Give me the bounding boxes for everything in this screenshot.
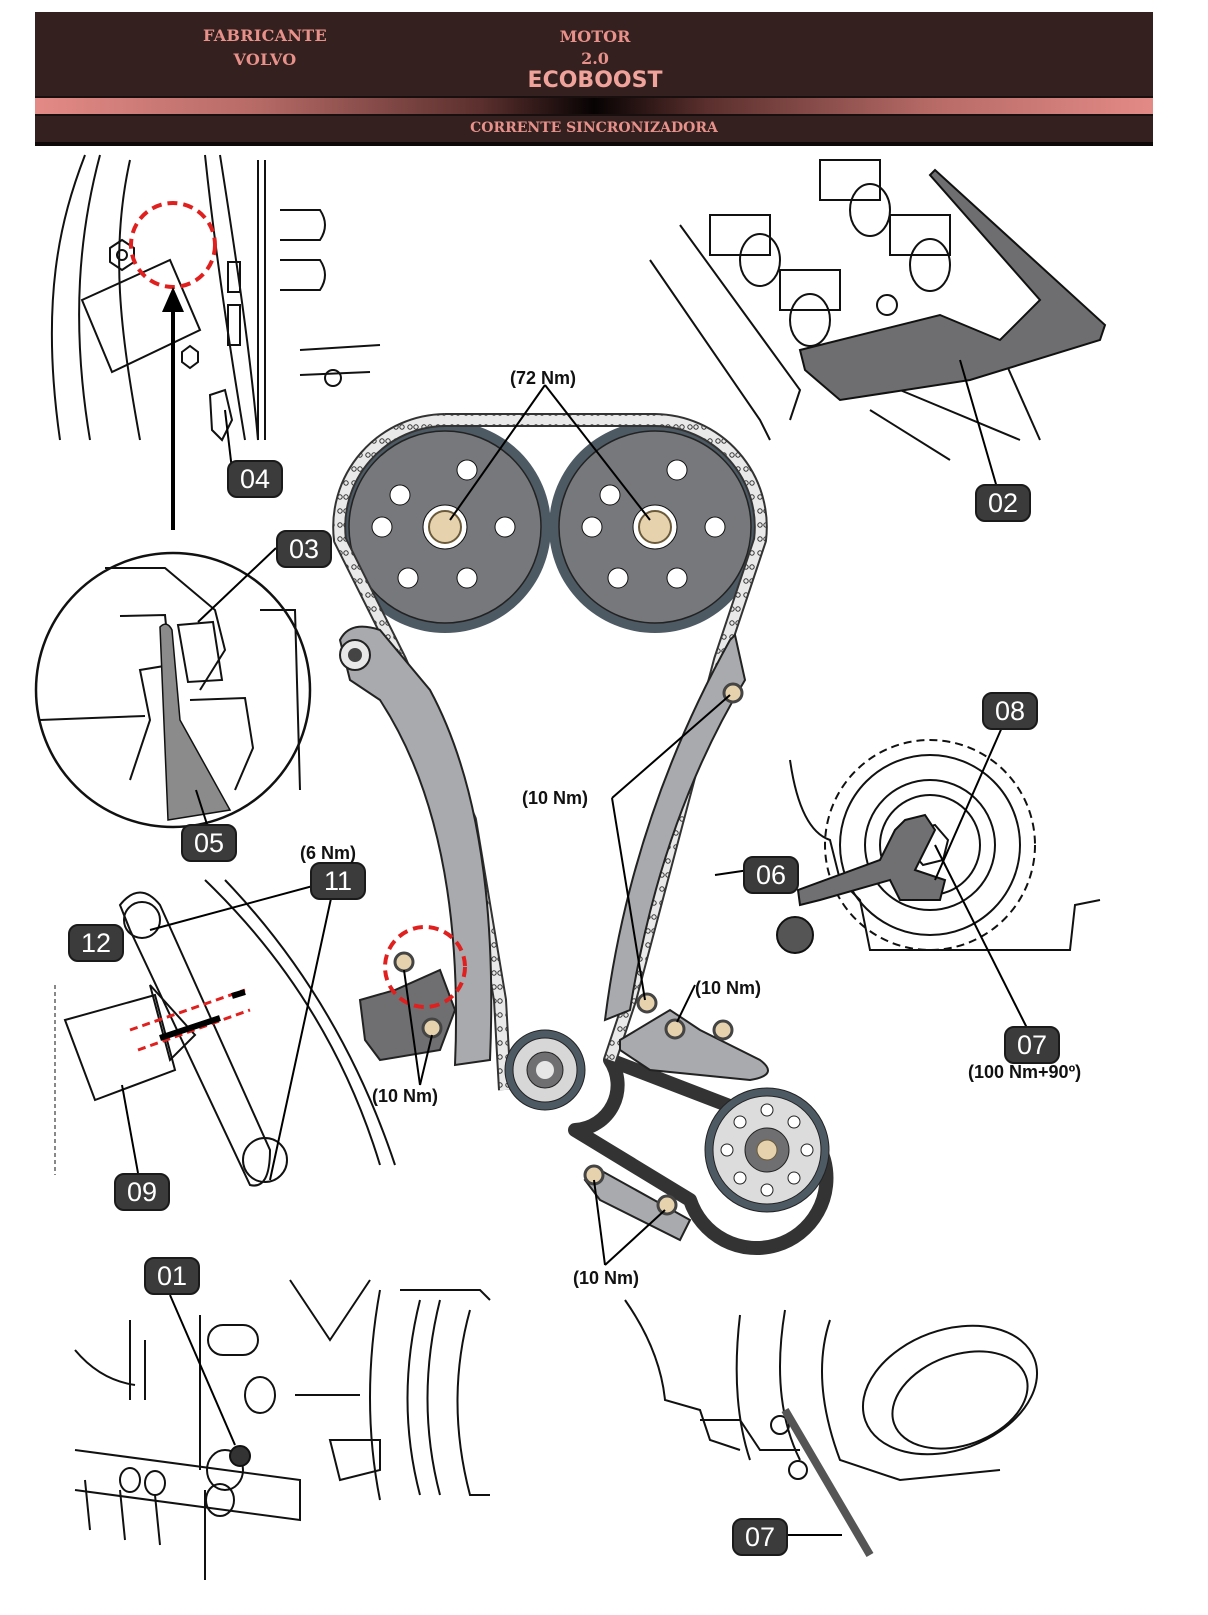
camshaft-sprocket-left: [339, 421, 551, 633]
oil-pump-guide: [619, 1008, 769, 1082]
crank-holding-tool: [796, 813, 947, 907]
engine-name: ECOBOOST: [527, 68, 663, 93]
detail-tensioner-lock: [50, 154, 381, 442]
detail-magnified-circle: [34, 551, 312, 829]
engine-label: MOTOR: [559, 27, 631, 46]
torque-lower-guide: (10 Nm): [573, 1268, 640, 1288]
highlight-circle-lock: [129, 201, 217, 289]
callout-05: 05: [181, 824, 237, 862]
callout-07-crank: 07: [1004, 1026, 1060, 1064]
callout-09: 09: [114, 1173, 170, 1211]
detail-crankshaft-pin: [624, 1299, 1039, 1482]
torque-tensioner-arm: (6 Nm): [300, 843, 357, 863]
camshaft-sprocket-right: [549, 421, 761, 633]
document-header: FABRICANTE VOLVO MOTOR 2.0 ECOBOOST CORR…: [35, 12, 1153, 146]
callout-12: 12: [68, 924, 124, 962]
fixed-guide-bolt-upper: [722, 682, 744, 704]
engine-displacement: 2.0: [581, 49, 609, 68]
oil-pump-guide-bolt: [664, 1018, 686, 1040]
callout-03: 03: [276, 530, 332, 568]
crankshaft-sprocket: [504, 1029, 586, 1111]
manufacturer-value: VOLVO: [233, 50, 297, 69]
oil-pump-sprocket: [704, 1087, 830, 1213]
header-gradient-band: [35, 96, 1153, 116]
crank-locking-bolt: [229, 1445, 251, 1467]
torque-oil-pump-guide: (10 Nm): [695, 978, 762, 998]
highlight-circle-tensioner: [383, 925, 467, 1009]
detail-tensioner-arm: [54, 879, 396, 1187]
callout-08: 08: [982, 692, 1038, 730]
callout-02: 02: [975, 484, 1031, 522]
fixed-guide-bolt-lower: [636, 992, 658, 1014]
fixed-guide: [603, 633, 747, 1022]
section-title: CORRENTE SINCRONIZADORA: [470, 120, 718, 136]
callout-06: 06: [743, 856, 799, 894]
arrow-head-lock: [162, 287, 184, 312]
tensioner-bolt-upper: [393, 951, 415, 973]
lower-guide-bolt-right: [656, 1194, 678, 1216]
torque-crankshaft-bolt: (100 Nm+90º): [968, 1062, 1082, 1082]
engine-block: MOTOR 2.0: [515, 26, 675, 70]
torque-camshaft-sprockets: (72 Nm): [510, 368, 577, 388]
manufacturer-label: FABRICANTE: [202, 26, 327, 45]
manufacturer-block: FABRICANTE VOLVO: [175, 24, 355, 72]
callout-07-pin: 07: [732, 1518, 788, 1556]
callout-04: 04: [227, 460, 283, 498]
crankshaft-timing-pin: [781, 1407, 874, 1558]
leader-lines: [121, 359, 1029, 1536]
callout-01: 01: [144, 1257, 200, 1295]
rail-pivot-bolt: [348, 648, 362, 662]
torque-fixed-guide: (10 Nm): [522, 788, 589, 808]
detail-crank-holding-tool: [789, 739, 1101, 951]
tensioner-arm-alignment-marks: [129, 988, 251, 1052]
detail-crank-locking-bolt: [74, 1279, 491, 1580]
camshaft-locking-tool: [798, 168, 1107, 402]
oil-pump-guide-bolt-2: [712, 1019, 734, 1041]
torque-tensioner: (10 Nm): [372, 1086, 439, 1106]
chain-links: [334, 415, 766, 1091]
tensioner-bolt-lower: [421, 1017, 443, 1039]
callout-11: 11: [310, 862, 366, 900]
hydraulic-tensioner: [358, 968, 457, 1062]
holding-tool-knob: [776, 916, 814, 954]
detail-camshaft-locking-tool: [649, 159, 1041, 461]
